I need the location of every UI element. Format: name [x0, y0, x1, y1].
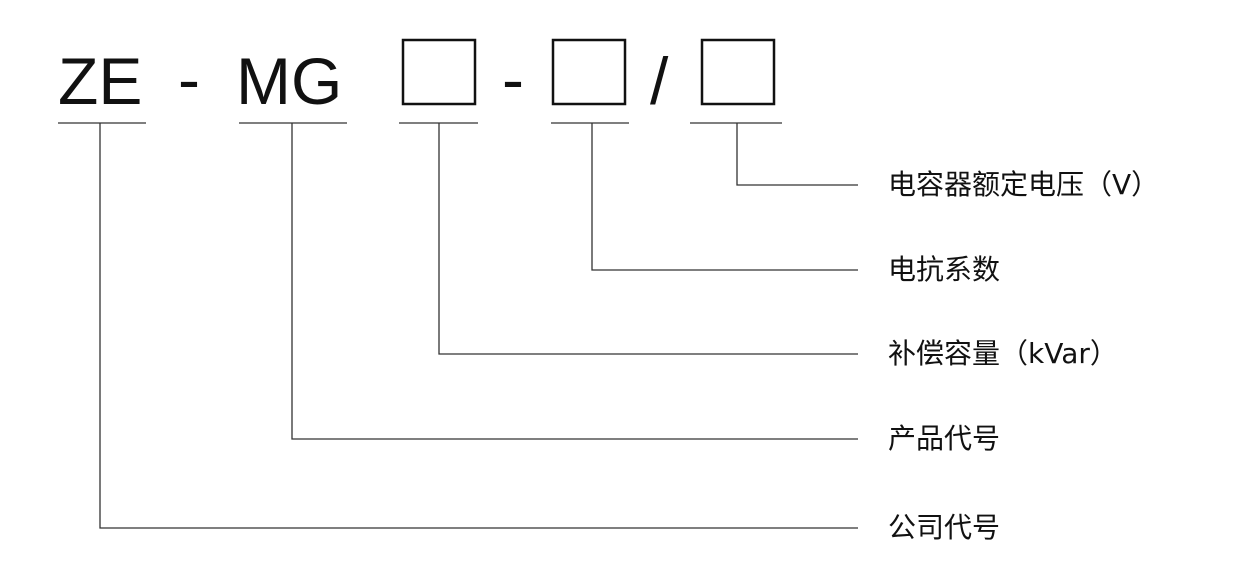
company-code-text: ZE	[58, 44, 143, 118]
reactance-leader-line	[591, 123, 858, 271]
capacity-leader-line	[438, 123, 858, 355]
reactance-placeholder-box	[551, 38, 627, 106]
dash-separator: -	[178, 42, 200, 116]
product-leader-line	[291, 123, 858, 440]
dash-separator: -	[502, 42, 524, 116]
company-leader-line	[99, 123, 858, 529]
voltage-placeholder-box	[700, 38, 776, 106]
reactance-ratio-label: 电抗系数	[888, 253, 1001, 286]
voltage-leader-line	[736, 123, 858, 186]
capacity-placeholder-box	[401, 38, 477, 106]
product-code-label: 产品代号	[888, 422, 1001, 455]
product-code-text: MG	[236, 44, 343, 118]
rated-voltage-label: 电容器额定电压（V）	[888, 168, 1160, 201]
slash-separator: /	[650, 44, 669, 118]
compensation-capacity-label: 补偿容量（kVar）	[888, 337, 1118, 370]
company-code-label: 公司代号	[888, 511, 1001, 544]
